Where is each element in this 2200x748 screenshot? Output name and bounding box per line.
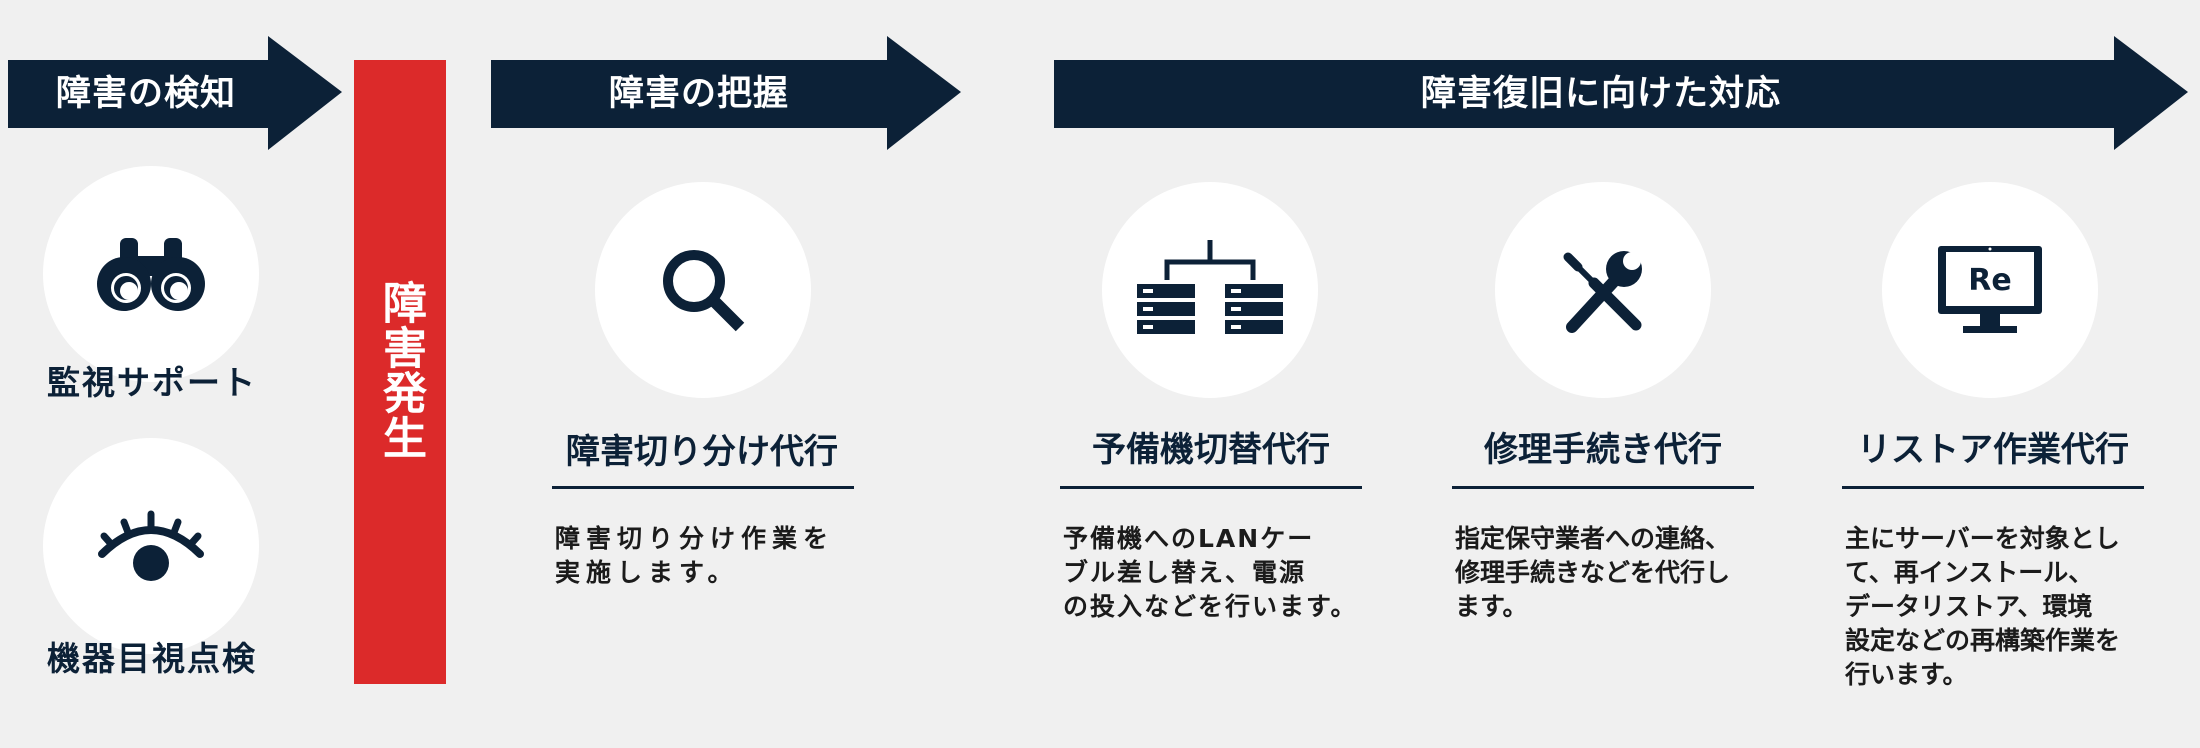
service-3-title: 修理手続き代行	[1484, 430, 1722, 470]
service-1-circle	[595, 182, 811, 398]
binoculars-circle	[43, 166, 259, 382]
service-2-desc: 予備機へのLANケー ブル差し替え、電源 の投入などを行います。	[1063, 524, 1358, 621]
service-3-circle	[1495, 182, 1711, 398]
arrow-grasp-shape	[491, 36, 961, 150]
wrench-screwdriver-icon	[1563, 251, 1642, 333]
service-4-rule	[1842, 486, 2144, 489]
service-2-circle	[1102, 182, 1318, 398]
eye-circle	[43, 438, 259, 654]
service-2-rule	[1060, 486, 1362, 489]
arrow-detect-shape	[8, 36, 342, 150]
service-4-circle: Re	[1882, 182, 2098, 398]
service-3-desc: 指定保守業者への連絡、 修理手続きなどを代行し ます。	[1455, 524, 1731, 621]
arrow-recovery-label: 障害復旧に向けた対応	[1420, 74, 1781, 114]
eye-icon	[98, 510, 204, 581]
monitor-re-text: Re	[1968, 263, 2011, 298]
arrow-recovery: 障害復旧に向けた対応	[1054, 36, 2188, 150]
service-1-desc: 障害切り分け作業を 実施します。	[555, 524, 835, 587]
service-1-title: 障害切り分け代行	[566, 432, 838, 472]
arrow-detect-label: 障害の検知	[55, 74, 236, 114]
arrow-recovery-shape	[1054, 36, 2188, 150]
binoculars-icon	[97, 238, 205, 311]
arrow-detect: 障害の検知	[8, 36, 342, 150]
magnifier-icon	[663, 250, 745, 332]
service-4-title: リストア作業代行	[1857, 430, 2129, 470]
detect-item-label-2: 機器目視点検	[47, 639, 257, 678]
service-3-rule	[1452, 486, 1754, 489]
arrow-grasp-label: 障害の把握	[608, 74, 789, 114]
service-2-title: 予備機切替代行	[1092, 430, 1330, 470]
detect-item-label-1: 監視サポート	[47, 363, 257, 402]
arrow-grasp: 障害の把握	[491, 36, 961, 150]
network-servers-icon	[1137, 240, 1283, 334]
service-4-desc: 主にサーバーを対象とし て、再インストール、 データリストア、環境 設定などの再…	[1845, 524, 2121, 689]
incident-bar: 障害発生	[354, 60, 446, 684]
incident-bar-label: 障害発生	[375, 280, 426, 460]
service-1-rule	[552, 486, 854, 489]
monitor-re-icon: Re	[1938, 246, 2042, 333]
